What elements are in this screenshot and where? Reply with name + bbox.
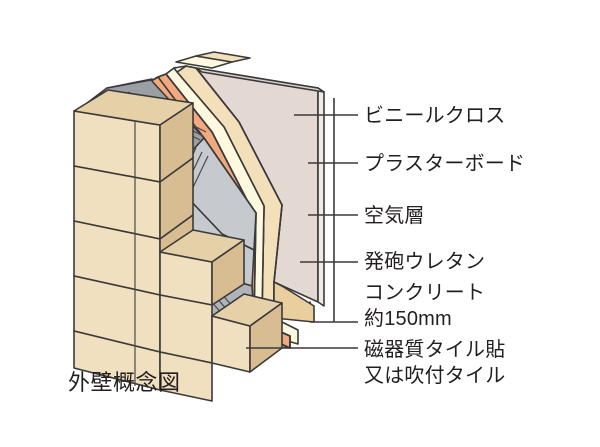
label-tile-line2: 又は吹付タイル: [364, 365, 506, 387]
label-concrete-thickness: 約150mm: [364, 308, 452, 330]
top-sliver-stack: [175, 51, 251, 69]
tile-block-step3: [211, 293, 283, 373]
tile-block-row1: [73, 89, 194, 183]
label-plaster-board: プラスターボード: [364, 153, 526, 175]
tile-block-row3: [73, 214, 194, 296]
label-air-layer: 空気層: [364, 205, 425, 227]
label-concrete: コンクリート: [364, 282, 486, 304]
tile-block-row5: [73, 330, 213, 402]
leader-lines: [246, 98, 358, 349]
label-urethane-foam: 発砲ウレタン: [364, 251, 486, 273]
tile-block-row2: [73, 157, 194, 240]
label-vinyl-cloth: ビニールクロス: [364, 105, 506, 127]
layer-vinyl-cloth-edge: [195, 67, 325, 307]
figure-caption: 外壁概念図: [68, 370, 181, 395]
label-tile-line1: 磁器質タイル貼: [364, 339, 506, 361]
tile-block-row4-right: [159, 294, 213, 364]
